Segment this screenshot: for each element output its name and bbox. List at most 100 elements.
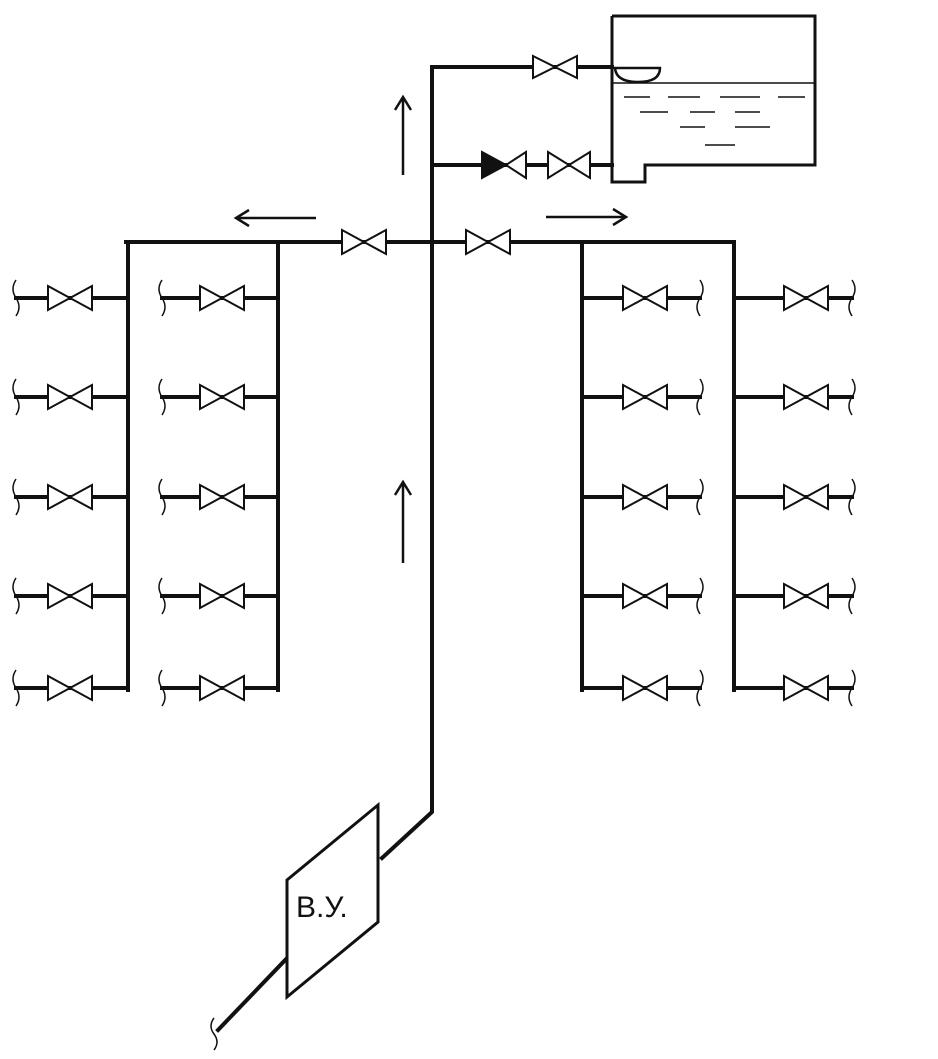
valve-icon [219, 582, 245, 610]
branch-line [158, 279, 280, 317]
valve-icon [47, 582, 73, 610]
valve-icon [642, 483, 668, 511]
branch-line [732, 669, 856, 707]
valve-icon [622, 483, 648, 511]
branch-line [12, 478, 130, 516]
valve-icon [622, 582, 648, 610]
unit-body [285, 801, 380, 1001]
pipe-break-icon [210, 1017, 218, 1051]
pipe-break-icon [158, 478, 166, 516]
check-valve-icon [481, 150, 509, 180]
valve-icon [783, 582, 809, 610]
valve-icon [199, 582, 225, 610]
branch-line [12, 378, 130, 416]
valve-icon [803, 284, 829, 312]
valve-icon [642, 284, 668, 312]
valve-icon [67, 383, 93, 411]
valve-icon [199, 284, 225, 312]
pipe-break-icon [848, 669, 856, 707]
branch-line [732, 279, 856, 317]
pipe-break-icon [848, 378, 856, 416]
pipe-break-icon [12, 478, 20, 516]
valve-icon [803, 483, 829, 511]
valve-icon [783, 284, 809, 312]
valve-icon [219, 383, 245, 411]
valve-icon [47, 383, 73, 411]
valve-icon [803, 582, 829, 610]
valve-icon [532, 54, 558, 80]
arrow-right-icon [546, 207, 629, 227]
valve-icon [547, 150, 571, 180]
valve-icon [47, 674, 73, 702]
branch-line [12, 577, 130, 615]
check-valve-icon [504, 150, 527, 180]
valve-icon [67, 483, 93, 511]
branch-line [580, 378, 704, 416]
pipe-break-icon [158, 669, 166, 707]
branch-line [158, 577, 280, 615]
flow-arrows [233, 94, 629, 563]
pipe-break-icon [12, 577, 20, 615]
branch-line [580, 577, 704, 615]
branch-line [158, 669, 280, 707]
valve-icon [622, 284, 648, 312]
branch-line [580, 478, 704, 516]
branch-line [12, 669, 130, 707]
valve-icon [803, 383, 829, 411]
valve-icon [465, 228, 491, 256]
pipe-break-icon [158, 378, 166, 416]
valve-icon [47, 483, 73, 511]
pipe-break-icon [696, 577, 704, 615]
valve-icon [199, 383, 225, 411]
pipe-break-icon [848, 279, 856, 317]
arrow-up-icon [393, 479, 413, 563]
arrow-up-icon [393, 94, 413, 175]
risers [126, 240, 736, 692]
branch-line [580, 279, 704, 317]
branch-line [12, 279, 130, 317]
distribution-main [124, 228, 736, 256]
pipe-break-icon [696, 279, 704, 317]
pipe-break-icon [848, 478, 856, 516]
pipe-break-icon [848, 577, 856, 615]
valve-icon [622, 674, 648, 702]
pipe-break-icon [696, 378, 704, 416]
pipe-break-icon [696, 478, 704, 516]
valve-icon [552, 54, 578, 80]
valve-icon [219, 483, 245, 511]
valve-icon [47, 284, 73, 312]
branch-line [732, 478, 856, 516]
arrow-left-icon [233, 208, 316, 228]
valve-icon [783, 483, 809, 511]
branch-line [732, 577, 856, 615]
valve-icon [622, 383, 648, 411]
valve-icon [783, 383, 809, 411]
valve-icon [485, 228, 511, 256]
valve-icon [199, 483, 225, 511]
valve-icon [567, 150, 591, 180]
valve-icon [219, 674, 245, 702]
valve-icon [67, 674, 93, 702]
pipe-break-icon [12, 669, 20, 707]
valve-icon [642, 674, 668, 702]
valve-icon [642, 582, 668, 610]
valve-icon [341, 228, 367, 256]
valve-icon [642, 383, 668, 411]
pipe-break-icon [12, 279, 20, 317]
valve-icon [803, 674, 829, 702]
valve-icon [67, 284, 93, 312]
valve-icon [199, 674, 225, 702]
pipe-break-icon [158, 279, 166, 317]
float-valve-icon [613, 66, 662, 84]
branch-line [580, 669, 704, 707]
pipe-break-icon [158, 577, 166, 615]
tank-outline [610, 14, 817, 184]
top-valves [481, 54, 591, 180]
valve-icon [783, 674, 809, 702]
branch-line [732, 378, 856, 416]
valve-icon [67, 582, 93, 610]
branch-lines [12, 279, 856, 707]
branch-line [158, 378, 280, 416]
pipe-break-icon [696, 669, 704, 707]
